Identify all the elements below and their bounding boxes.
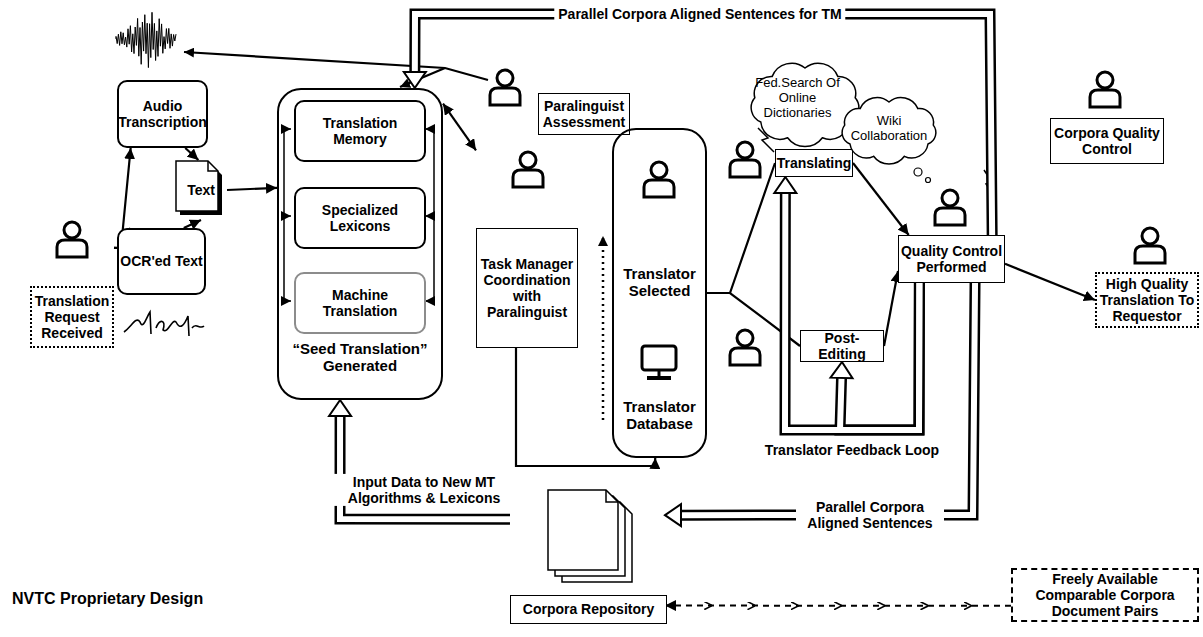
hollow-arrow-inner: [681, 283, 975, 515]
person-icon: [644, 162, 674, 197]
person-icon: [490, 70, 520, 105]
process-box: Quality Control Performed: [898, 235, 1005, 283]
edge-label: Translator Feedback Loop: [761, 442, 943, 458]
hollow-arrowhead: [404, 72, 426, 88]
process-box: Task Manager Coordination with Paralingu…: [476, 140, 576, 346]
node-text: Translator Database: [618, 398, 701, 433]
node-text: Fed.Search Of Online Dictionaries: [755, 76, 840, 121]
edge-label: Input Data to New MT Algorithms & Lexico…: [334, 474, 514, 506]
flow-arrow: [707, 163, 775, 293]
node-text: Corpora Quality Control: [1051, 125, 1163, 157]
thought-bubble: [926, 178, 931, 183]
handwriting-sample: [124, 312, 204, 336]
computer-icon: [642, 346, 676, 380]
node-text: Post-Editing: [801, 330, 883, 362]
node-text: Translation Memory: [296, 115, 424, 147]
node-text: Text: [187, 182, 215, 198]
person-icon: [730, 142, 760, 177]
node-text: Translation Request Received: [32, 293, 112, 341]
node-text: Freely Available Comparable Corpora Docu…: [1013, 571, 1197, 619]
person-icon: [1090, 72, 1120, 107]
document-node: Text: [175, 160, 227, 220]
node-text: High Quality Translation To Requestor: [1097, 276, 1197, 324]
hollow-arrowhead: [831, 362, 853, 378]
text-box: Translation Request Received: [30, 286, 114, 348]
process-box: Translating: [775, 149, 853, 177]
text-box: Corpora Repository: [510, 595, 667, 624]
audio-waveform: [116, 12, 176, 67]
flow-arrow: [853, 163, 909, 235]
flow-arrow: [185, 148, 198, 160]
person-icon: [513, 152, 543, 187]
node-text: Audio Transcription: [118, 98, 207, 130]
leader-arrow: [400, 68, 445, 87]
node-text: Corpora Repository: [523, 601, 654, 617]
process-box: Post-Editing: [800, 330, 884, 362]
person-icon: [57, 222, 87, 257]
process-box: Audio Transcription: [117, 80, 208, 148]
process-box: Translation Request Received: [30, 218, 114, 348]
node-text: OCR'ed Text: [120, 253, 202, 269]
node-text: Translating: [777, 155, 852, 171]
process-box: Paralinguist Assessment: [538, 93, 630, 135]
thought-bubble: [914, 168, 922, 176]
node-text: Paralinguist Assessment: [539, 98, 629, 130]
process-box: Machine Translation: [294, 272, 426, 334]
edge-label: Parallel Corpora Aligned Sentences for T…: [554, 6, 845, 22]
document-stack: [548, 490, 632, 582]
process-box: Specialized Lexicons: [294, 187, 426, 249]
node-text: Wiki Collaboration: [843, 114, 935, 144]
node-text: Specialized Lexicons: [296, 202, 424, 234]
person-icon: [730, 330, 760, 365]
dashed-arrow: [665, 605, 1011, 607]
node-text: Quality Control Performed: [899, 243, 1004, 275]
process-box: Corpora Quality Control: [1050, 118, 1164, 164]
person-icon: [935, 190, 965, 225]
leader-arrow: [184, 52, 488, 80]
node-text: “Seed Translation” Generated: [287, 340, 433, 375]
flow-arrow: [227, 188, 277, 190]
process-box: Translation Memory: [294, 100, 426, 162]
edge-label: Parallel Corpora Aligned Sentences: [796, 499, 944, 531]
process-box: Translator SelectedTranslator Database: [612, 128, 707, 458]
node-text: Machine Translation: [296, 287, 424, 319]
dotted-arrow: [602, 236, 605, 420]
process-box: Freely Available Comparable Corpora Docu…: [1011, 568, 1199, 622]
process-box: OCR'ed Text: [117, 228, 206, 295]
flow-arrow: [443, 104, 476, 151]
node-text: Translator Selected: [618, 265, 701, 300]
hollow-arrow-inner: [415, 14, 992, 235]
hollow-arrowhead: [665, 504, 681, 526]
process-box: High Quality Translation To Requestor: [1095, 272, 1199, 328]
text-box: Task Manager Coordination with Paralingu…: [476, 228, 578, 348]
hollow-arrow: [415, 14, 992, 235]
hollow-arrowhead: [329, 400, 351, 416]
hollow-arrow-inner: [785, 193, 919, 430]
hollow-arrowhead: [774, 177, 796, 193]
hollow-arrow: [785, 193, 919, 430]
waveform-stroke: [116, 12, 176, 67]
node-text: Task Manager Coordination with Paralingu…: [477, 256, 577, 320]
process-box: “Seed Translation” Generated Translation …: [277, 88, 443, 400]
hollow-arrow: [681, 283, 975, 515]
design-note: NVTC Proprietary Design: [12, 590, 203, 608]
person-icon: [1135, 228, 1165, 263]
flow-arrow: [884, 271, 898, 346]
process-box: Corpora Repository: [510, 485, 665, 622]
flow-arrow: [1005, 264, 1095, 300]
cloud-node: Wiki Collaboration: [835, 94, 943, 166]
flow-arrow: [184, 220, 201, 228]
